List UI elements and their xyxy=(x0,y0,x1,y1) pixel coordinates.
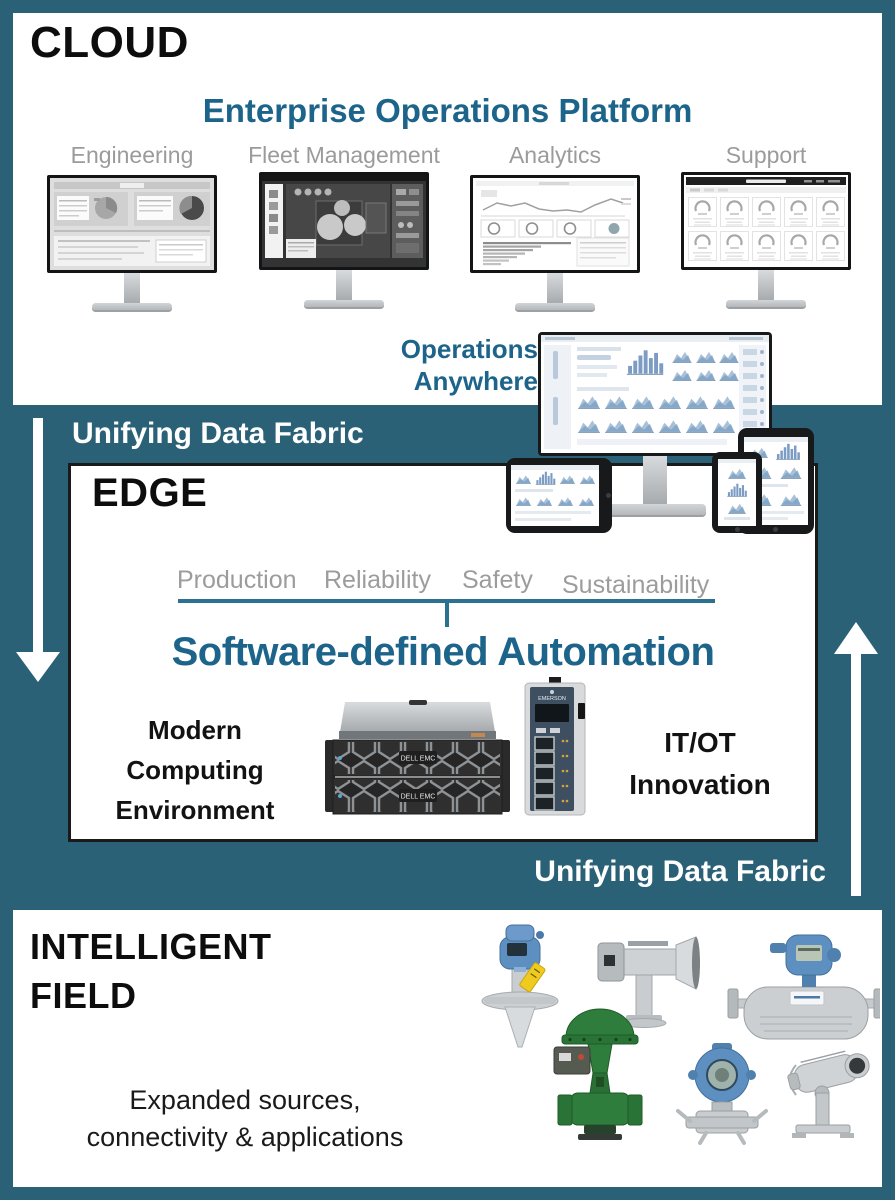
server-rack-image: DELL EMC DELL EMC xyxy=(325,700,510,816)
edge-heading: EDGE xyxy=(92,471,208,515)
operations-anywhere-devices-image xyxy=(500,328,820,540)
operations-anywhere-caption: Operations Anywhere xyxy=(348,333,538,397)
pressure-transmitter-image xyxy=(676,1043,768,1145)
category-reliability: Reliability xyxy=(324,566,431,594)
unifying-up-arrow-icon xyxy=(834,622,878,654)
control-valve-image xyxy=(553,1008,643,1140)
eop-title: Enterprise Operations Platform xyxy=(202,92,693,129)
it-ot-innovation-caption: IT/OT Innovation xyxy=(629,727,771,800)
ptz-camera-image xyxy=(597,936,700,1028)
category-production: Production xyxy=(177,566,297,594)
server-brand-label: DELL EMC xyxy=(401,756,436,763)
fleet-management-monitor-image xyxy=(259,172,429,312)
support-screen-graphic xyxy=(684,175,848,267)
monitor-label-engineering: Engineering xyxy=(70,142,194,168)
flame-detector-image xyxy=(787,1050,870,1138)
controller-brand-label: EMERSON xyxy=(538,696,566,702)
support-monitor-image xyxy=(681,172,851,312)
intelligent-field-heading: INTELLIGENT FIELD xyxy=(30,926,272,1016)
operations-anywhere-line1: Operations xyxy=(400,334,538,364)
fleet-screen-graphic xyxy=(262,175,426,267)
server-brand-label: DELL EMC xyxy=(401,794,436,801)
category-connector-line xyxy=(445,599,449,627)
sda-title: Software-defined Automation xyxy=(171,630,715,674)
unifying-down-arrow-icon xyxy=(33,418,43,654)
monitor-label-fleet: Fleet Management xyxy=(248,142,440,168)
coriolis-flow-meter-image xyxy=(727,934,880,1040)
intelligent-field-panel xyxy=(13,910,882,1187)
monitor-label-support: Support xyxy=(725,142,807,168)
engineering-monitor-image xyxy=(47,175,217,315)
unifying-data-fabric-bottom-label: Unifying Data Fabric xyxy=(534,855,826,888)
cloud-heading: CLOUD xyxy=(30,18,189,67)
radar-level-transmitter-image xyxy=(481,924,559,1048)
monitor-label-analytics: Analytics xyxy=(508,142,602,168)
operations-anywhere-line2: Anywhere xyxy=(413,366,538,396)
field-description: Expanded sources, connectivity & applica… xyxy=(86,1085,404,1152)
analytics-monitor-image xyxy=(470,175,640,315)
edge-controller-image: EMERSON xyxy=(523,677,587,819)
unifying-data-fabric-top-label: Unifying Data Fabric xyxy=(72,417,364,450)
analytics-screen-graphic xyxy=(473,178,637,270)
ops-monitor-image xyxy=(538,332,772,456)
category-safety: Safety xyxy=(462,566,533,594)
engineering-screen-graphic xyxy=(50,178,214,270)
category-sustainability: Sustainability xyxy=(562,571,710,599)
ops-tablet-left-image xyxy=(506,458,612,533)
ops-phone-image xyxy=(712,452,762,533)
field-instruments-image xyxy=(460,915,880,1165)
modern-computing-caption: Modern Computing Environment xyxy=(115,715,275,825)
